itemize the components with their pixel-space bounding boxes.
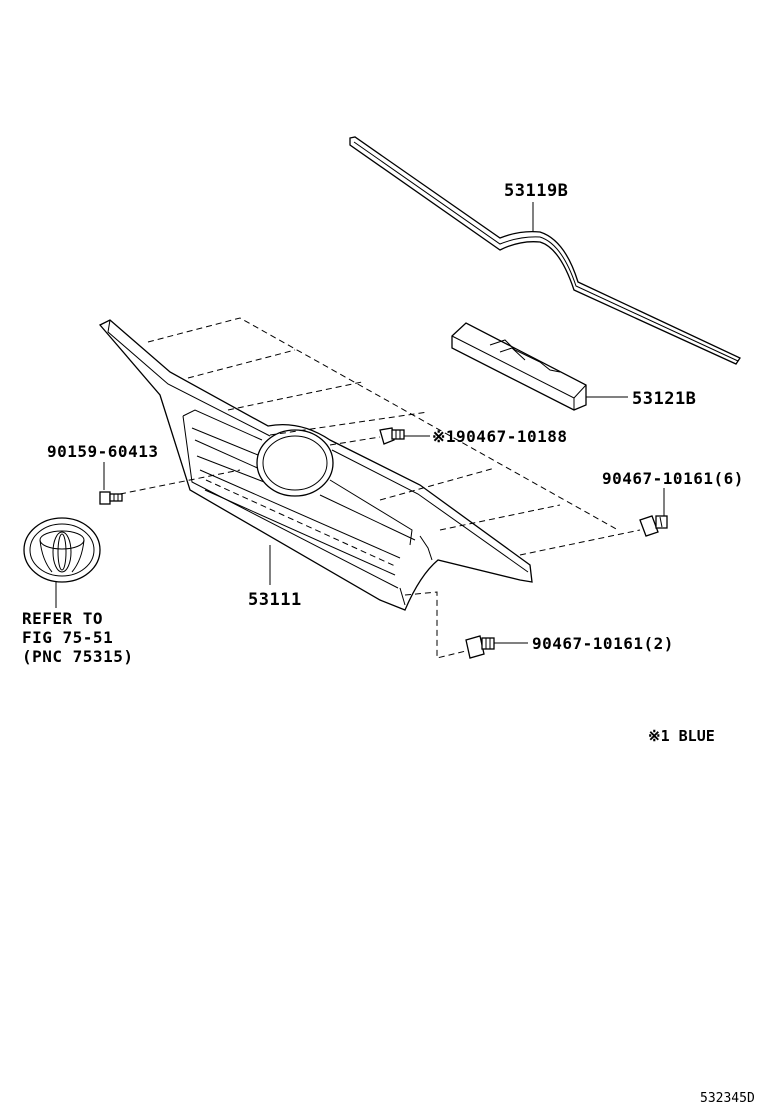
callout-clip-blue: ※190467-10188 (432, 427, 568, 446)
assembly-guide-lines (119, 317, 641, 659)
callout-clip-lower: 90467-10161(2) (532, 634, 674, 653)
callout-53121B: 53121B (632, 389, 696, 409)
reference-note-line2: FIG 75-51 (22, 628, 113, 647)
callout-screw: 90159-60413 (47, 442, 158, 461)
clip-90467-10161-side (639, 515, 668, 537)
toyota-emblem-icon (23, 517, 101, 583)
screw-90159-60413 (99, 491, 123, 505)
callout-53111: 53111 (248, 590, 302, 610)
clip-90467-10161-lower (465, 635, 495, 659)
upper-molding-part (349, 136, 741, 365)
clip-90467-10188 (379, 427, 405, 445)
grille-part (98, 319, 533, 611)
emblem-base-part (451, 322, 587, 411)
reference-note-line3: (PNC 75315) (22, 647, 133, 666)
figure-id: 532345D (700, 1091, 755, 1106)
legend-blue: ※1 BLUE (648, 727, 715, 745)
callout-clip-side: 90467-10161(6) (602, 469, 744, 488)
callout-53119B: 53119B (504, 181, 568, 201)
reference-note-line1: REFER TO (22, 609, 103, 628)
